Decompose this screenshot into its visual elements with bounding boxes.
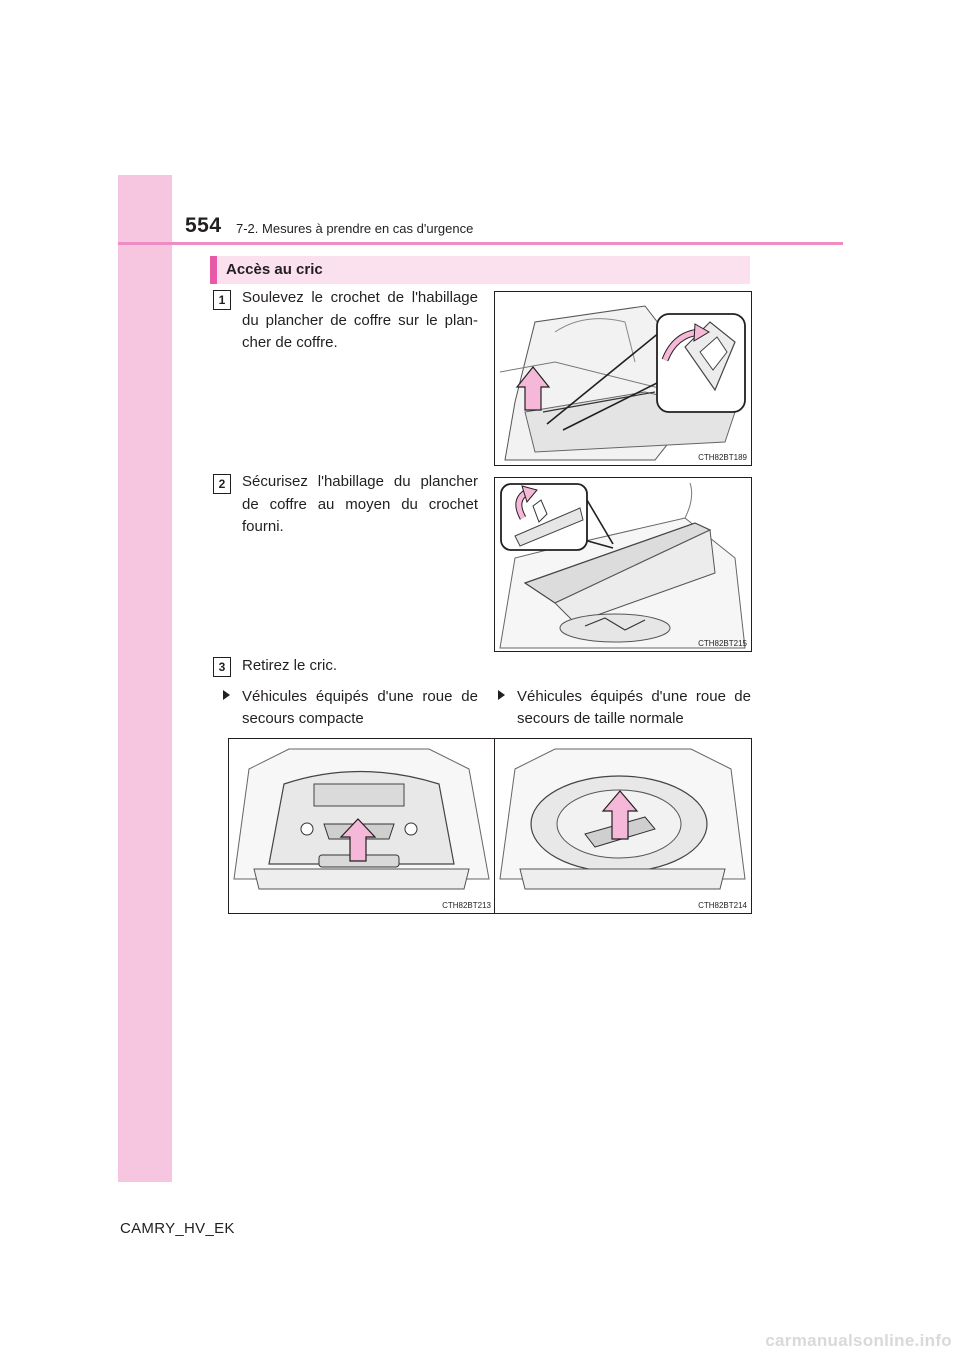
subheading-banner: Accès au cric [210, 256, 750, 284]
variant-a-line-1: Véhicules équipés d'une roue de [242, 688, 478, 705]
step-3-text: Retirez le cric. [242, 657, 338, 674]
variant-a-line-2: secours compacte [242, 710, 364, 727]
step-1-line-1: Soulevez le crochet de l'habillage [242, 289, 478, 306]
figure-secure-trunk-board: CTH82BT215 [494, 477, 752, 652]
subheading-text: Accès au cric [226, 261, 323, 278]
chapter-tab-band [118, 175, 172, 1182]
step-1-line-3: cher de coffre. [242, 334, 338, 351]
step-number-1: 1 [213, 290, 231, 310]
variant-full-size-spare: Véhicules équipés d'une roue de secours … [498, 686, 751, 730]
step-2-text: Sécurisez l'habillage du plancher de cof… [242, 471, 478, 539]
header-rule [118, 242, 843, 245]
step-number-2: 2 [213, 474, 231, 494]
page-number: 554 [185, 214, 222, 237]
svg-text:carmanualsonline.info: carmanualsonline.info [765, 1331, 952, 1350]
variant-b-line-2: secours de taille normale [517, 710, 684, 727]
figure-code: CTH82BT214 [698, 901, 747, 910]
step-2-line-2: de coffre au moyen du crochet [242, 495, 478, 513]
figure-compact-spare-jack: CTH82BT213 [228, 738, 496, 914]
watermark-logo: carmanualsonline.info [754, 1328, 954, 1352]
footer-model-code: CAMRY_HV_EK [120, 1220, 235, 1237]
subheading-accent-bar [210, 256, 217, 284]
figure-trunk-hook-lift: CTH82BT189 [494, 291, 752, 466]
figure-code: CTH82BT215 [698, 639, 747, 648]
step-2-line-3: fourni. [242, 518, 284, 535]
figure-code: CTH82BT213 [442, 901, 491, 910]
section-title: 7-2. Mesures à prendre en cas d'urgence [236, 221, 474, 236]
figure-code: CTH82BT189 [698, 453, 747, 462]
step-1-text: Soulevez le crochet de l'habillage du pl… [242, 287, 478, 355]
step-1-line-2: du plancher de coffre sur le plan- [242, 311, 478, 329]
variant-compact-spare: Véhicules équipés d'une roue de secours … [223, 686, 478, 730]
step-2-line-1: Sécurisez l'habillage du plancher [242, 473, 478, 490]
bullet-triangle-icon [498, 690, 505, 700]
variant-b-line-1: Véhicules équipés d'une roue de [517, 688, 751, 705]
step-number-3: 3 [213, 657, 231, 677]
figure-full-size-spare-jack: CTH82BT214 [494, 738, 752, 914]
bullet-triangle-icon [223, 690, 230, 700]
